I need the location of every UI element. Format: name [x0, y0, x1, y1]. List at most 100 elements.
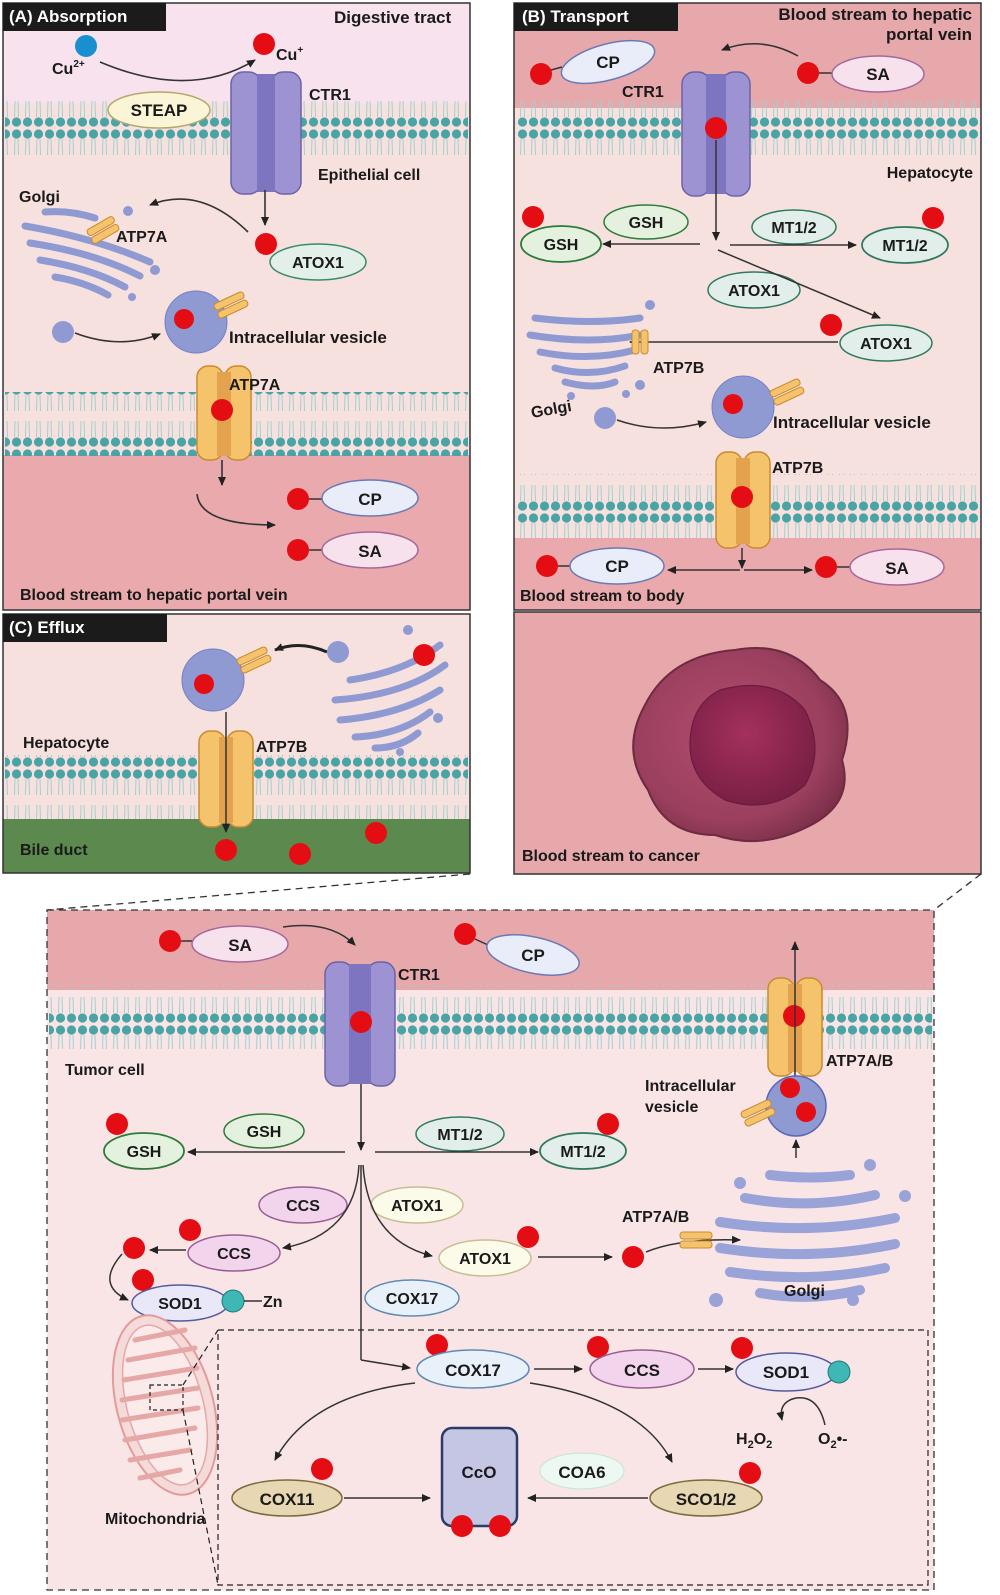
zn-ion-icon — [221, 1289, 245, 1313]
mt-cu-label: MT1/2 — [882, 238, 927, 255]
cp-top-label: CP — [596, 53, 620, 72]
blood-portal-label: Blood stream to hepatic portal vein — [20, 587, 288, 604]
mt-t-protein — [415, 1116, 505, 1152]
cu1-ion-icon — [253, 33, 275, 55]
golgi-b-icon — [526, 314, 644, 390]
vesicle-b-icon — [711, 375, 775, 439]
atp7b-golgi-icon — [631, 329, 649, 355]
mt-cu-protein — [861, 226, 949, 264]
atp7ab-golgi-icon — [679, 1231, 713, 1249]
sa-top-label: SA — [866, 65, 890, 84]
cp-t-protein — [486, 934, 580, 976]
cu2-ion-icon — [75, 35, 97, 57]
panel-a-header-bg — [3, 3, 166, 31]
ccs-t-cu-protein — [187, 1234, 281, 1272]
sa-t-label: SA — [228, 936, 252, 955]
bile-duct-label: Bile duct — [20, 842, 88, 859]
ctr1-transporter-icon — [230, 71, 302, 195]
atox1-cu-b-label: ATOX1 — [860, 336, 912, 353]
cp-b-label: CP — [605, 557, 629, 576]
atp7b-transporter-icon — [715, 451, 771, 549]
atox1-t-cu-protein — [438, 1239, 532, 1277]
cox17-cu-label: COX17 — [445, 1361, 501, 1380]
blood-top-label-1: Blood stream to hepatic — [778, 5, 972, 24]
hepatocyte-b-label: Hepatocyte — [887, 165, 973, 182]
ccs-m-label: CCS — [624, 1361, 660, 1380]
cu2-label: Cu2+ — [52, 59, 85, 78]
sco-label: SCO1/2 — [676, 1490, 736, 1509]
mitochondria-detail-box — [217, 1329, 929, 1586]
panel-a-header: (A) Absorption — [9, 7, 127, 26]
atox1-t-label: ATOX1 — [391, 1198, 443, 1215]
tumor-cell-label: Tumor cell — [65, 1062, 145, 1079]
atox1-b-protein — [707, 271, 801, 309]
ccs-t-label: CCS — [286, 1198, 320, 1215]
atp7b-golgi-label: ATP7B — [653, 360, 704, 377]
cox17-t-protein — [364, 1279, 460, 1317]
atp7ab-golgi-label: ATP7A/B — [622, 1209, 689, 1226]
atox1-protein — [269, 243, 367, 281]
cco-complex — [440, 1426, 519, 1528]
atp7b-label: ATP7B — [772, 460, 823, 477]
cp-protein — [321, 479, 419, 517]
cp-b-protein — [569, 547, 665, 585]
ctr1-t-transporter-icon — [324, 961, 396, 1087]
ctr1-t-label: CTR1 — [398, 967, 440, 984]
panel-efflux: (C) Efflux Hepatocyte ATP7B Bile duct — [2, 613, 471, 874]
vesicle-label: Intracellular vesicle — [229, 328, 387, 347]
cu1-label: Cu+ — [276, 45, 303, 64]
cp-label: CP — [358, 490, 382, 509]
atox1-label: ATOX1 — [292, 255, 344, 272]
sa-t-protein — [191, 925, 289, 963]
panel-cancer: Blood stream to cancer — [513, 611, 982, 875]
atox1-cu-b-protein — [839, 324, 933, 362]
atox1-t-cu-label: ATOX1 — [459, 1251, 511, 1268]
atp7ab-label: ATP7A/B — [826, 1053, 893, 1070]
zn-label: Zn — [263, 1294, 283, 1311]
vesicle-b-label: Intracellular vesicle — [773, 413, 931, 432]
ccs-t-cu-label: CCS — [217, 1246, 251, 1263]
panel-b-header: (B) Transport — [522, 7, 629, 26]
sa-b-label: SA — [885, 559, 909, 578]
mitochondria-label: Mitochondria — [105, 1511, 206, 1528]
ccs-t-protein — [258, 1186, 348, 1224]
golgi-t-label: Golgi — [784, 1283, 825, 1300]
mt-label: MT1/2 — [771, 220, 816, 237]
panel-transport: (B) Transport Blood stream to hepatic po… — [513, 2, 982, 611]
atox1-b-label: ATOX1 — [728, 283, 780, 300]
gsh-protein — [603, 204, 689, 240]
vesicle-t-label-1: Intracellular — [645, 1078, 736, 1095]
gsh-cu-label: GSH — [544, 237, 579, 254]
gsh-t-label: GSH — [247, 1124, 282, 1141]
epithelial-cell-label: Epithelial cell — [318, 167, 420, 184]
steap-protein — [107, 91, 211, 129]
sa-protein — [321, 531, 419, 569]
ctr1-label: CTR1 — [309, 87, 351, 104]
mt-t-label: MT1/2 — [437, 1127, 482, 1144]
cox11-protein — [231, 1479, 343, 1517]
golgi-b-label: Golgi — [530, 398, 573, 422]
coa6-protein — [539, 1452, 625, 1490]
cancer-nucleus-icon — [689, 684, 816, 806]
panel-tumor-cell: SA CP CTR1 Tumor cell ATP7A/B Intracellu… — [46, 909, 935, 1591]
atp7a-label: ATP7A — [229, 377, 281, 394]
atp7a-golgi-icon — [86, 216, 120, 244]
ctr1-b-label: CTR1 — [622, 84, 664, 101]
sa-protein-top — [831, 55, 925, 93]
mt-t-cu-protein — [539, 1132, 627, 1170]
h2o2-label: H2O2 — [736, 1431, 772, 1451]
gsh-t-protein — [223, 1113, 305, 1149]
sod1-t-label: SOD1 — [158, 1296, 202, 1313]
atp7a-golgi-label: ATP7A — [116, 229, 168, 246]
atp7ab-transporter-icon — [767, 977, 823, 1077]
sa-label: SA — [358, 542, 382, 561]
hepatocyte-c-label: Hepatocyte — [23, 735, 109, 752]
panel-absorption: (A) Absorption Digestive tract Cu2+ Cu+ … — [2, 2, 471, 611]
blood-top-label-2: portal vein — [886, 25, 972, 44]
ccs-m-protein — [589, 1349, 695, 1389]
panel-c-header: (C) Efflux — [9, 618, 85, 637]
cp-t-label: CP — [521, 946, 545, 965]
vesicle-icon — [164, 290, 228, 354]
digestive-tract-label: Digestive tract — [334, 8, 451, 27]
